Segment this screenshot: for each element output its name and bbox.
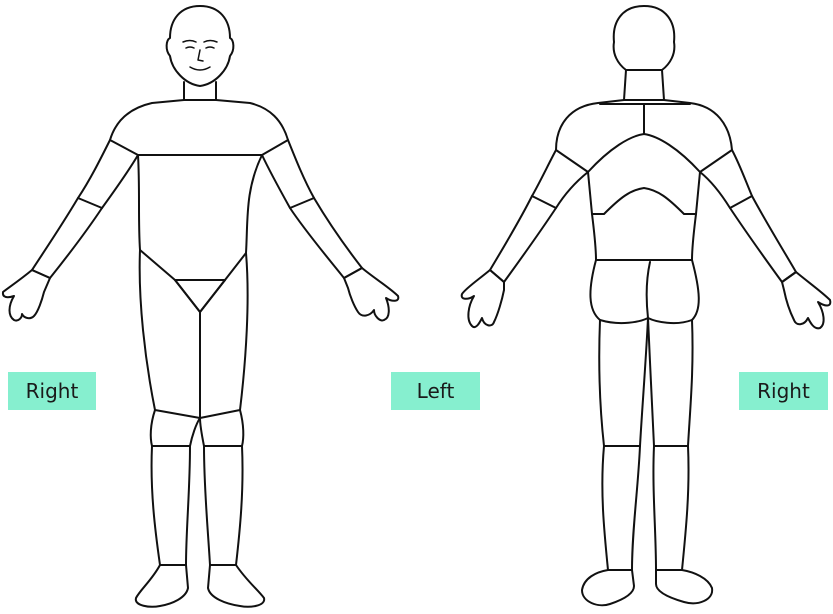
back-figure [462, 6, 831, 605]
front-chest[interactable] [110, 100, 288, 155]
front-groin[interactable] [175, 280, 225, 312]
front-figure [3, 6, 398, 607]
back-right-forearm[interactable] [730, 196, 796, 282]
back-spine-line [600, 104, 690, 134]
back-upper-back[interactable] [556, 100, 732, 214]
front-left-shin[interactable] [204, 446, 243, 565]
back-right-hand[interactable] [782, 272, 830, 328]
back-neck[interactable] [624, 70, 664, 100]
back-right-upper-arm[interactable] [700, 150, 752, 208]
back-right-thigh[interactable] [648, 318, 693, 446]
front-right-forearm[interactable] [32, 198, 102, 278]
front-right-knee[interactable] [151, 410, 200, 446]
front-right-hand[interactable] [3, 270, 50, 321]
back-right-foot[interactable] [656, 570, 712, 603]
back-left-hand[interactable] [462, 270, 504, 327]
front-left-hand[interactable] [344, 268, 398, 320]
front-abdomen[interactable] [138, 155, 262, 280]
back-shoulder-blades [588, 134, 700, 172]
back-lower-back[interactable] [592, 214, 696, 260]
back-left-upper-arm[interactable] [532, 150, 588, 208]
front-right-label: Right [8, 372, 96, 410]
back-head[interactable] [614, 6, 675, 70]
front-neck[interactable] [184, 82, 216, 100]
back-left-calf[interactable] [602, 446, 640, 570]
front-right-upper-arm[interactable] [78, 140, 138, 208]
front-right-shin[interactable] [152, 446, 190, 565]
center-left-label: Left [391, 372, 480, 410]
front-head[interactable] [167, 6, 234, 86]
front-left-upper-arm[interactable] [262, 140, 314, 208]
front-left-thigh[interactable] [200, 253, 248, 418]
back-right-calf[interactable] [653, 446, 688, 570]
front-face [183, 41, 217, 71]
front-left-foot[interactable] [208, 565, 264, 607]
back-left-foot[interactable] [582, 570, 634, 605]
front-left-forearm[interactable] [290, 198, 362, 278]
back-buttocks[interactable] [590, 260, 698, 323]
front-right-foot[interactable] [136, 565, 188, 607]
back-left-thigh[interactable] [599, 318, 648, 446]
back-right-label: Right [739, 372, 828, 410]
back-left-forearm[interactable] [490, 196, 556, 282]
front-left-knee[interactable] [200, 410, 243, 446]
